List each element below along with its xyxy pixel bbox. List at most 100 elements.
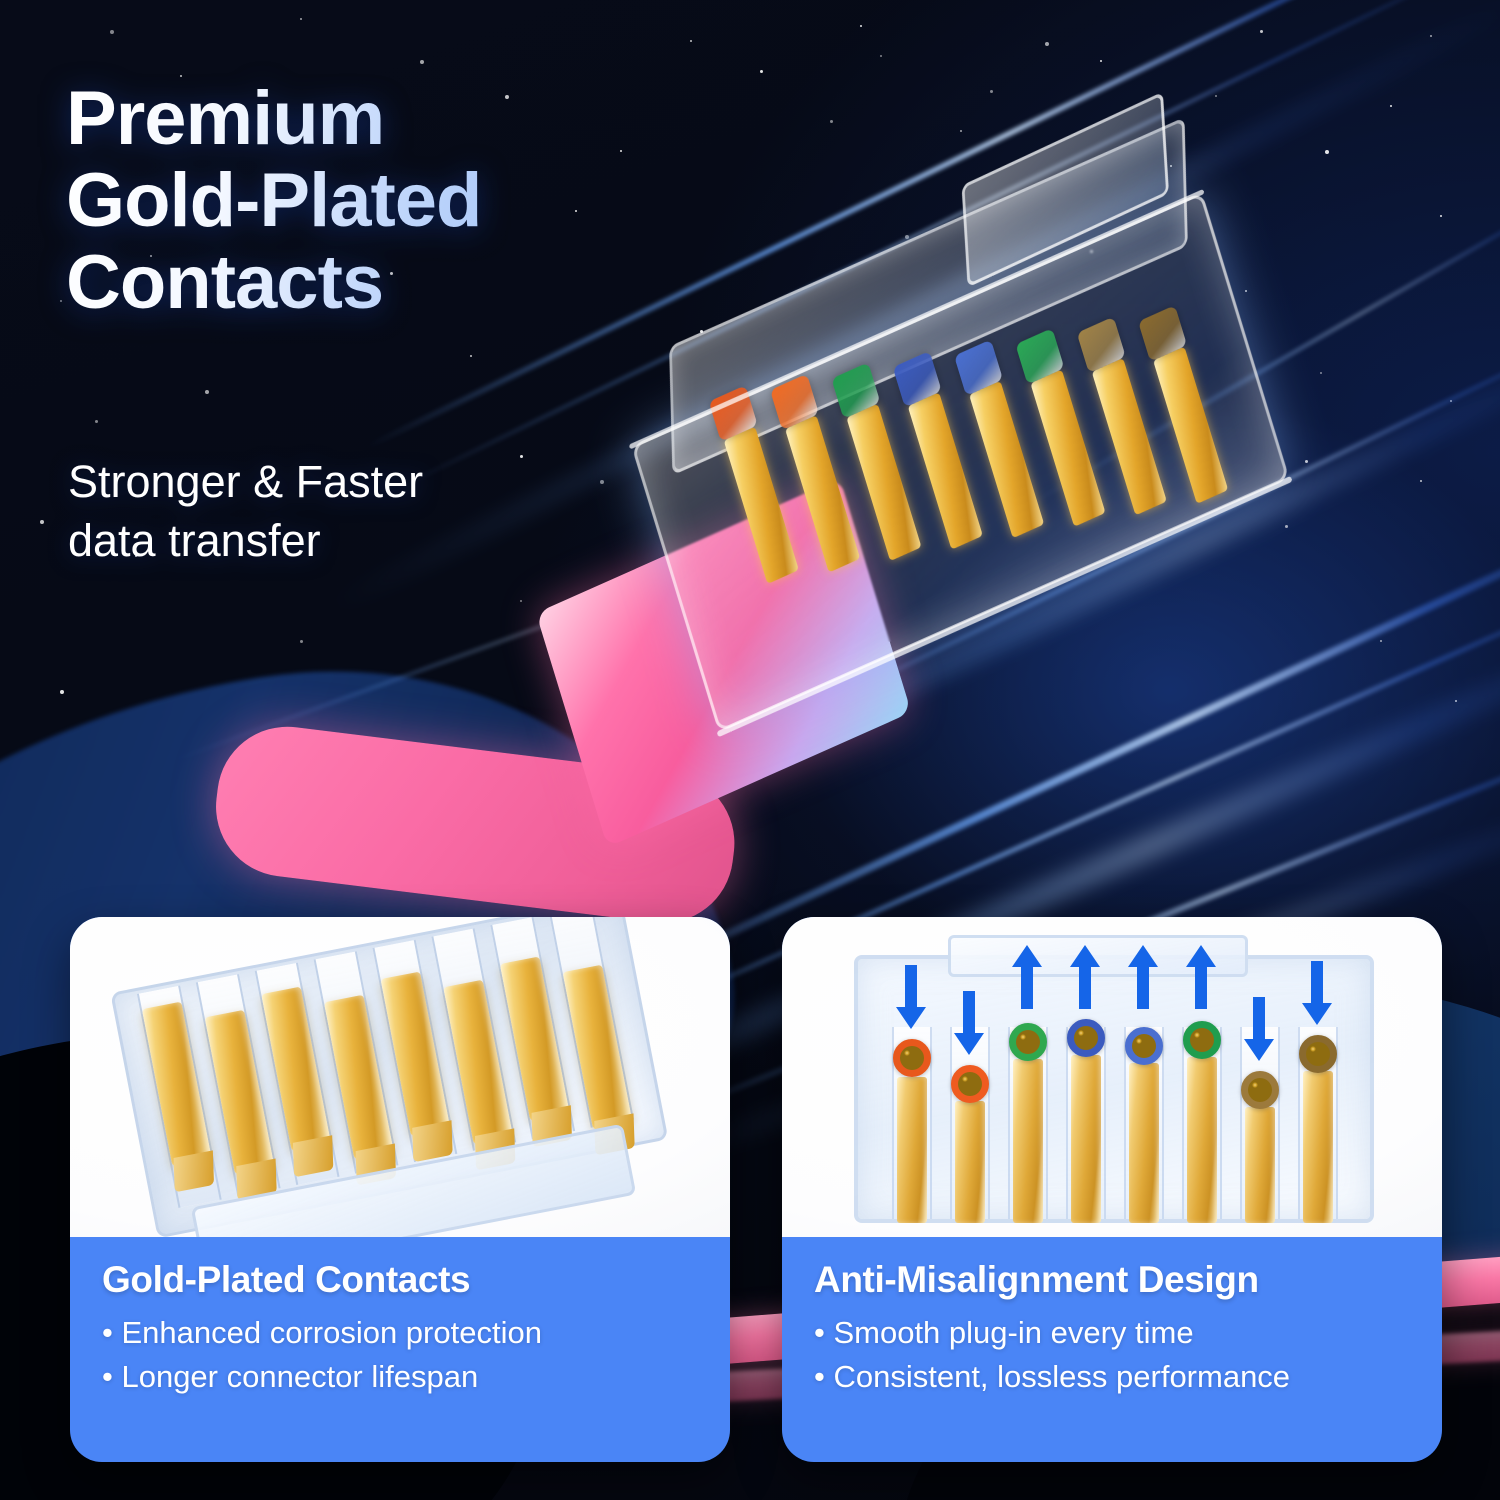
star-dot — [880, 55, 882, 57]
star-dot — [420, 60, 424, 64]
star-dot — [40, 520, 44, 524]
star-dot — [1325, 150, 1329, 154]
arrow-up-icon — [1070, 945, 1100, 1009]
arrow-down-icon — [954, 991, 984, 1055]
wire-strand-core — [1248, 1078, 1272, 1102]
card-bullet-right-2: • Consistent, lossless performance — [814, 1359, 1291, 1395]
star-dot — [1260, 30, 1263, 33]
wire-strand-core — [1132, 1034, 1156, 1058]
subhead-line-1: Stronger & Faster — [68, 456, 424, 507]
headline-line-3: Contacts — [66, 240, 384, 326]
card-bullet-left-1: • Enhanced corrosion protection — [102, 1315, 542, 1351]
star-dot — [110, 30, 114, 34]
star-dot — [830, 120, 833, 123]
gold-pin-front — [1303, 1071, 1333, 1223]
wire-strand-core — [1074, 1026, 1098, 1050]
card-text-block-left: Gold-Plated Contacts • Enhanced corrosio… — [70, 1237, 730, 1399]
wire-end — [1125, 1027, 1163, 1065]
star-dot — [1455, 700, 1457, 702]
subhead-line-2: data transfer — [68, 515, 321, 567]
wire-end — [1241, 1071, 1279, 1109]
arrow-up-icon — [1186, 945, 1216, 1009]
star-dot — [520, 600, 522, 602]
star-dot — [760, 70, 763, 73]
star-dot — [1420, 480, 1422, 482]
star-dot — [1390, 105, 1392, 107]
gold-pin-front — [1071, 1055, 1101, 1223]
star-dot — [1215, 95, 1217, 97]
star-dot — [390, 272, 393, 275]
wire-strand-core — [900, 1046, 924, 1070]
star-dot — [990, 90, 993, 93]
card-text-block-right: Anti-Misalignment Design • Smooth plug-i… — [782, 1237, 1442, 1399]
headline-line-2: Gold-Plated — [66, 158, 482, 244]
star-dot — [1320, 372, 1322, 374]
star-dot — [1440, 215, 1442, 217]
connector-front-view-art — [830, 931, 1400, 1231]
star-dot — [470, 355, 472, 357]
gold-pin-closeup-art — [86, 917, 730, 1237]
page-title: Premium Gold-Plated Contacts — [66, 78, 481, 324]
star-dot — [1045, 42, 1049, 46]
wire-end — [1009, 1023, 1047, 1061]
star-dot — [135, 555, 137, 557]
star-dot — [240, 125, 243, 128]
star-dot — [1100, 60, 1102, 62]
gold-pin-front — [1245, 1107, 1275, 1223]
arrow-down-icon — [1244, 997, 1274, 1061]
arrow-up-icon — [1012, 945, 1042, 1009]
star-dot — [960, 130, 962, 132]
star-dot — [505, 95, 509, 99]
star-dot — [1430, 35, 1432, 37]
card-title-right: Anti-Misalignment Design — [814, 1259, 1259, 1300]
star-dot — [150, 255, 152, 257]
wire-end — [1183, 1021, 1221, 1059]
page-subtitle: Stronger & Faster data transfer — [68, 452, 423, 571]
star-dot — [600, 480, 604, 484]
wire-strand-core — [1190, 1028, 1214, 1052]
star-dot — [60, 690, 64, 694]
star-dot — [180, 75, 182, 77]
feature-card-anti-misalignment-design[interactable]: Anti-Misalignment Design • Smooth plug-i… — [782, 917, 1442, 1462]
star-dot — [690, 40, 692, 42]
star-dot — [300, 18, 302, 20]
star-dot — [520, 455, 523, 458]
star-dot — [1380, 640, 1382, 642]
wire-end — [1067, 1019, 1105, 1057]
star-dot — [860, 25, 862, 27]
gold-pin-front — [897, 1077, 927, 1223]
star-dot — [300, 640, 303, 643]
arrow-down-icon — [896, 965, 926, 1029]
star-dot — [575, 210, 577, 212]
arrow-up-icon — [1128, 945, 1158, 1009]
connector-cap-front — [948, 935, 1248, 977]
feature-card-gold-plated-contacts[interactable]: Gold-Plated Contacts • Enhanced corrosio… — [70, 917, 730, 1462]
arrow-down-icon — [1302, 961, 1332, 1025]
wire-strand-core — [1016, 1030, 1040, 1054]
star-dot — [1285, 525, 1288, 528]
star-dot — [1170, 165, 1172, 167]
wire-strand-core — [1306, 1042, 1330, 1066]
headline-line-1: Premium — [66, 76, 385, 161]
star-dot — [620, 150, 622, 152]
card-title-left: Gold-Plated Contacts — [102, 1259, 471, 1300]
gold-pin-front — [1129, 1063, 1159, 1223]
gold-pin-front — [955, 1101, 985, 1223]
connector-shell-front — [854, 955, 1374, 1223]
wire-end — [951, 1065, 989, 1103]
star-dot — [205, 390, 209, 394]
card-bullet-right-1: • Smooth plug-in every time — [814, 1315, 1194, 1351]
gold-pin-front — [1187, 1057, 1217, 1223]
card-photo-alignment — [782, 917, 1442, 1237]
card-photo-gold-pins — [70, 917, 730, 1237]
wire-end — [893, 1039, 931, 1077]
star-dot — [1305, 460, 1308, 463]
wire-strand-core — [958, 1072, 982, 1096]
star-dot — [700, 330, 703, 333]
star-dot — [75, 205, 77, 207]
card-bullet-left-2: • Longer connector lifespan — [102, 1359, 479, 1395]
star-dot — [95, 420, 98, 423]
star-dot — [60, 300, 62, 302]
wire-end — [1299, 1035, 1337, 1073]
